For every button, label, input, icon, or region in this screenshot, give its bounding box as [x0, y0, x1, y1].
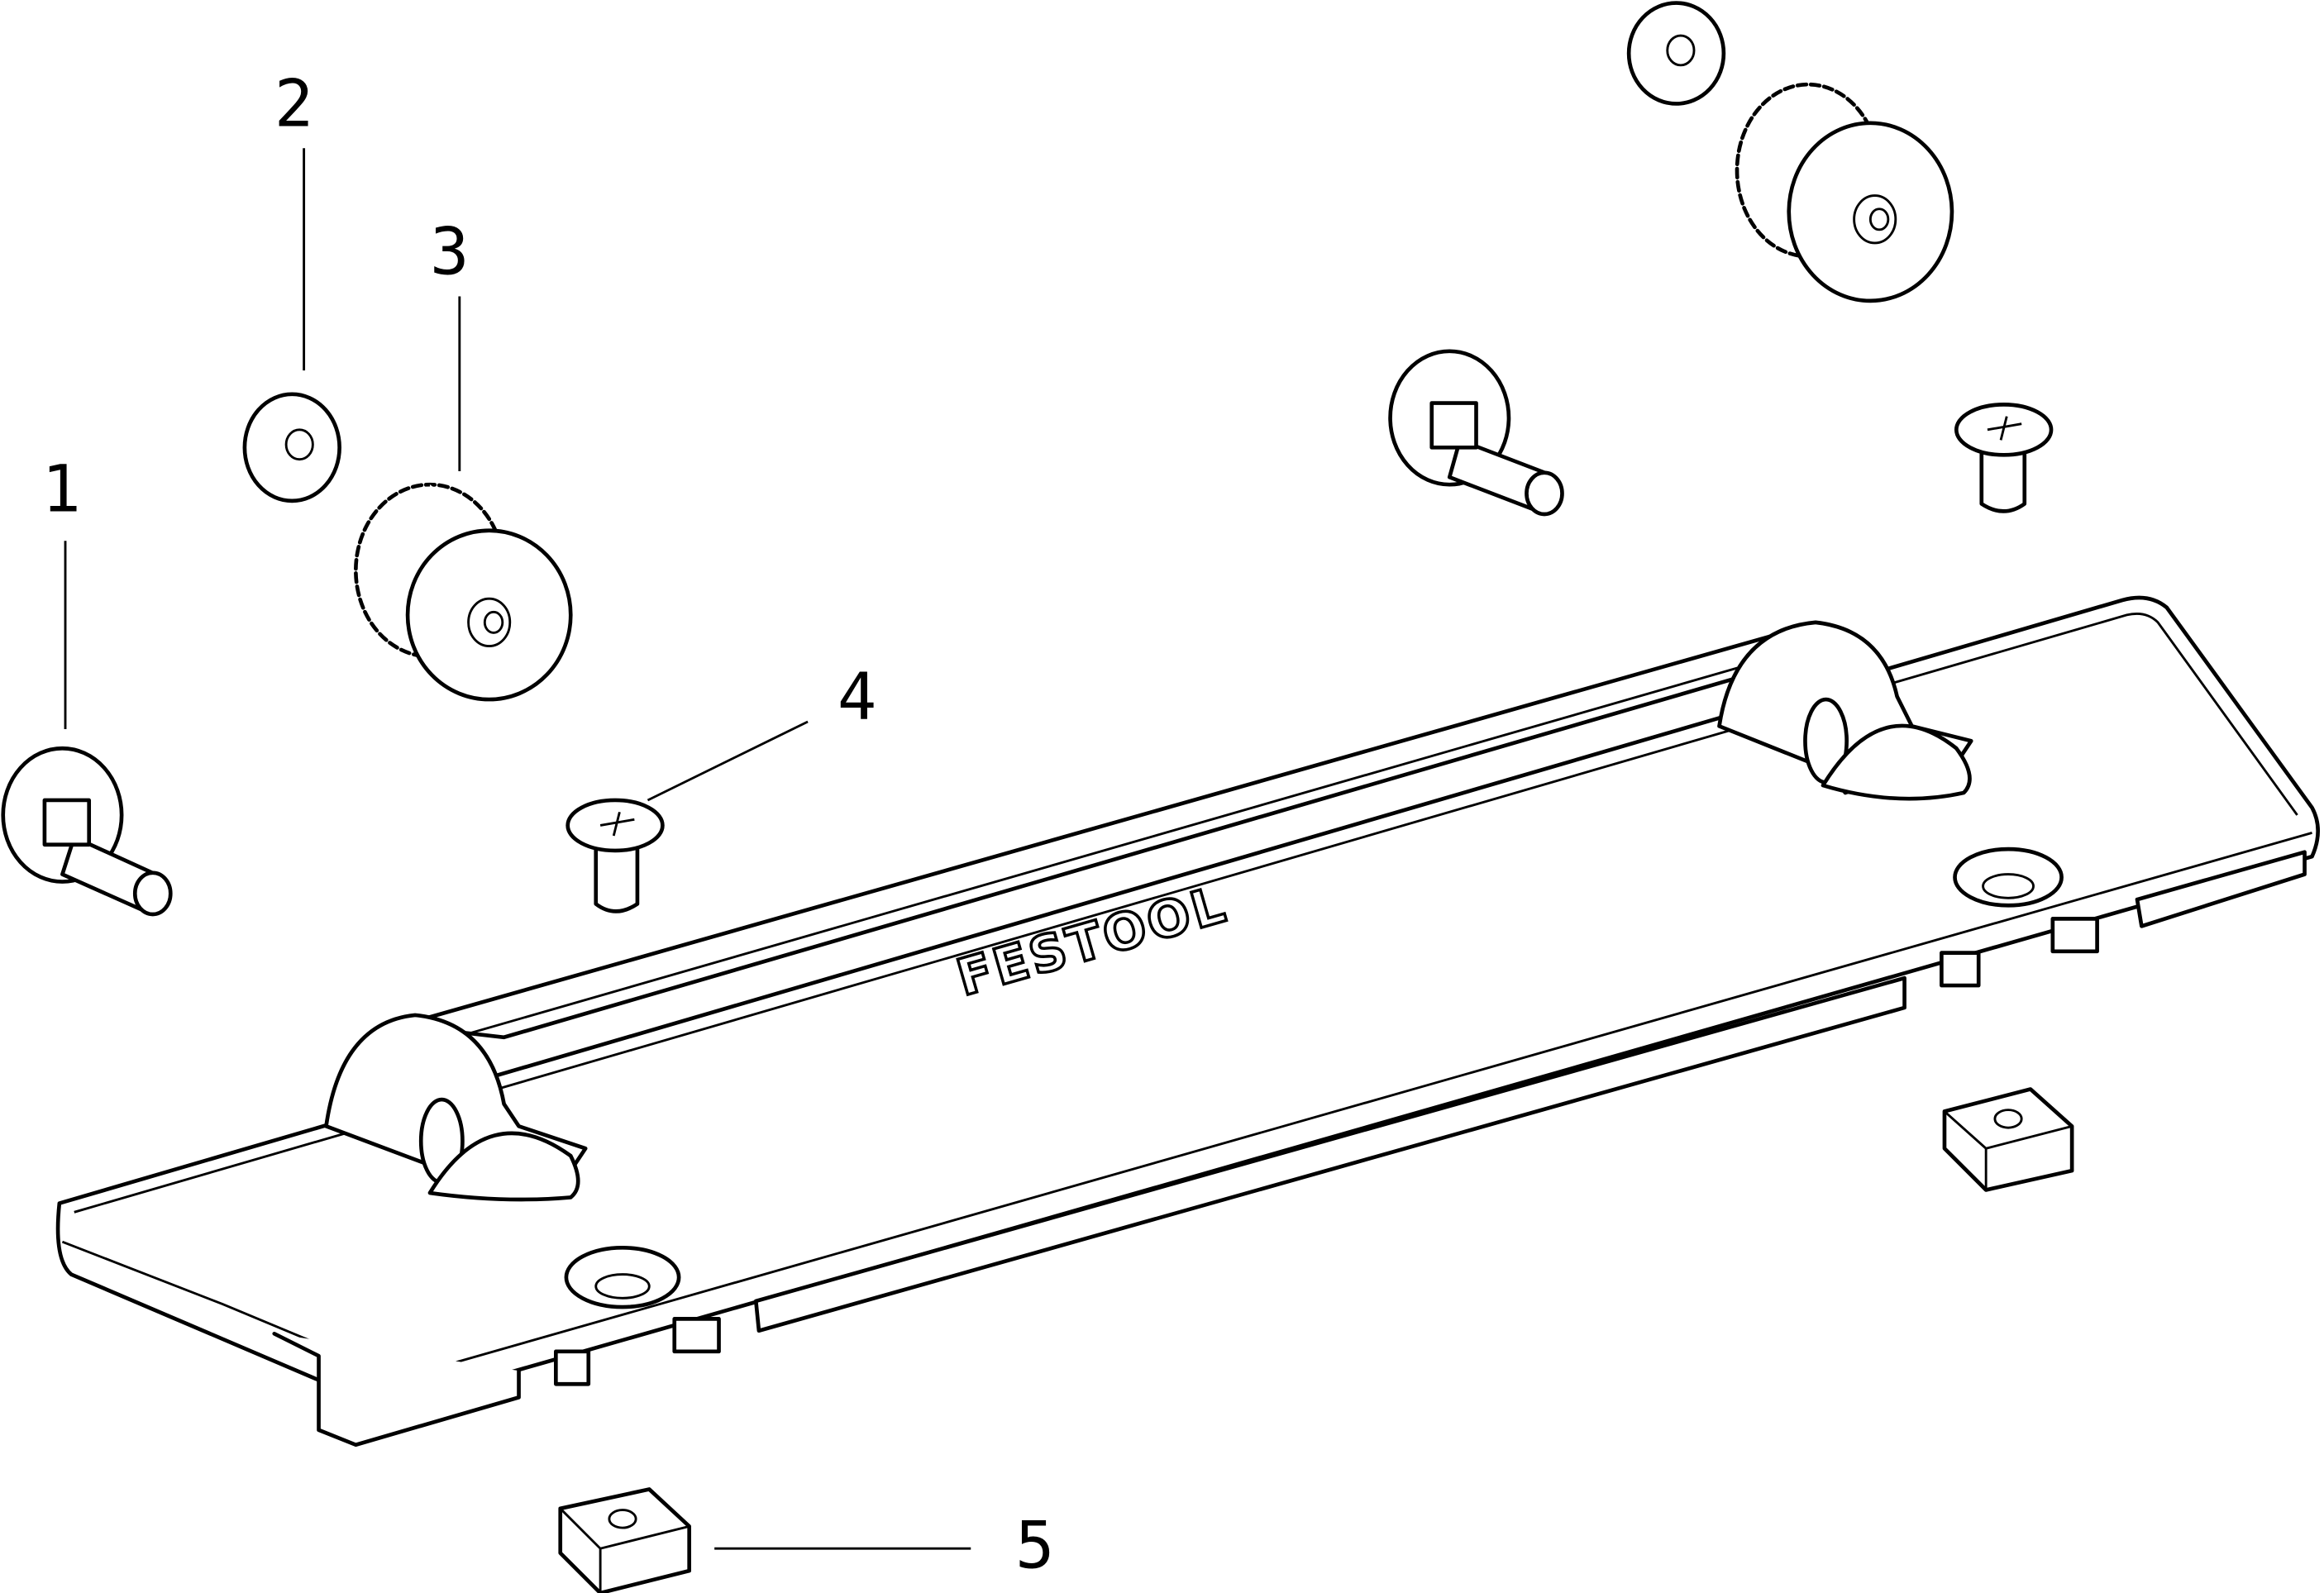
callouts: 1 2 3 4 5 [41, 65, 1054, 1583]
knob-left [354, 482, 573, 702]
washer-left [242, 392, 341, 503]
callout-3: 3 [430, 214, 469, 290]
base-plate: FESTOOL [55, 595, 2321, 1448]
nut-bottom [558, 1487, 692, 1593]
nut-right [1942, 1087, 2074, 1192]
knob-right [1735, 82, 1954, 303]
bolt-right [1388, 349, 1564, 517]
callout-4: 4 [837, 658, 876, 734]
leader-line-4 [647, 720, 809, 802]
callout-1: 1 [41, 451, 80, 527]
callout-2: 2 [274, 65, 313, 141]
screw-left [565, 798, 665, 913]
callout-5: 5 [1015, 1508, 1054, 1584]
washer-right [1626, 1, 1726, 106]
screw-right [1954, 403, 2054, 513]
bolt-left [1, 746, 173, 917]
